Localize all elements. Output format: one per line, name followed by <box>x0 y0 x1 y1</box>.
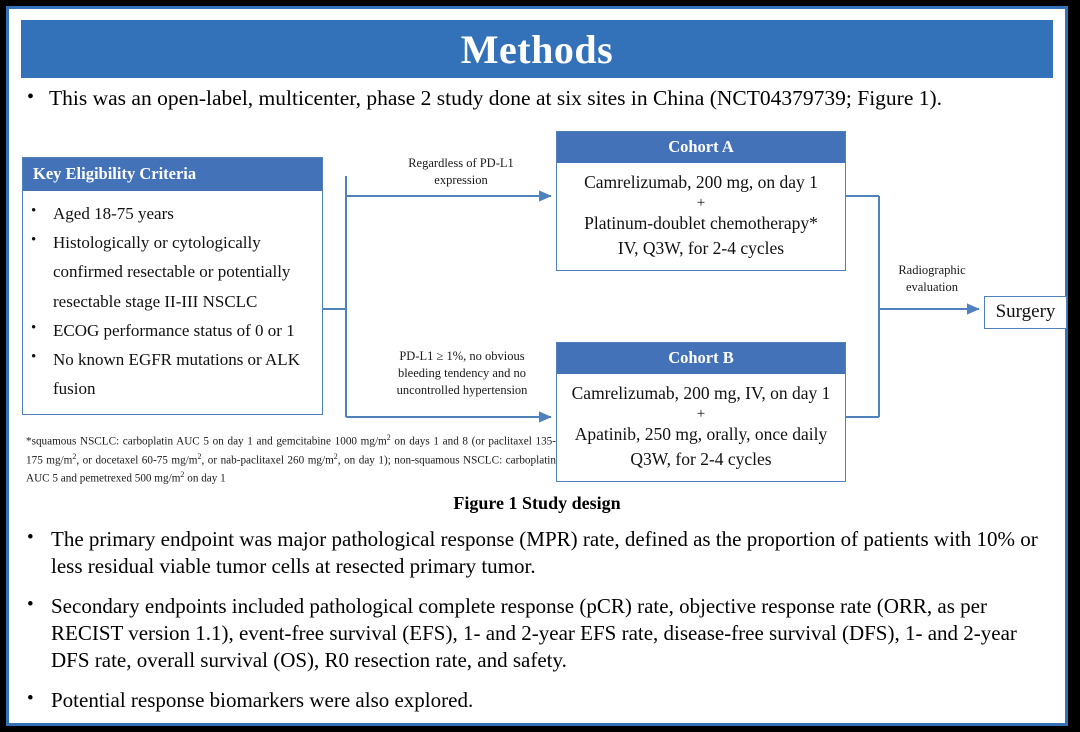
cohort-b-plus: + <box>696 405 706 422</box>
cohort-b-line-3: Q3W, for 2-4 cycles <box>630 449 772 470</box>
list-item: • Potential response biomarkers were als… <box>27 687 1053 714</box>
endpoint-bullet-text: Potential response biomarkers were also … <box>51 688 474 713</box>
list-item: • Aged 18-75 years <box>31 199 314 228</box>
bullet-marker-icon: • <box>27 86 35 108</box>
connector-label-line: PD-L1 ≥ 1%, no obvious <box>399 349 525 363</box>
surgery-label: Surgery <box>995 301 1056 322</box>
endpoint-bullet-text: The primary endpoint was major pathologi… <box>51 527 1038 579</box>
eligibility-criteria-box: Key Eligibility Criteria • Aged 18-75 ye… <box>22 157 323 415</box>
connector-label-cohort-a: Regardless of PD-L1 expression <box>381 155 541 189</box>
cohort-b-body: Camrelizumab, 200 mg, IV, on day 1 + Apa… <box>557 374 845 481</box>
eligibility-item-text: ECOG performance status of 0 or 1 <box>53 320 295 340</box>
connector-label-line: evaluation <box>905 279 959 294</box>
connector-label-line: Regardless of PD-L1 <box>408 156 514 170</box>
bullet-marker-icon: • <box>31 349 37 366</box>
cohort-a-header: Cohort A <box>557 132 845 163</box>
list-item: • Secondary endpoints included pathologi… <box>27 593 1053 674</box>
connector-label-line: expression <box>434 172 488 187</box>
footnote-superscript: 2 <box>180 470 185 480</box>
footnote-part: , or nab-paclitaxel 260 mg/m <box>201 454 334 467</box>
eligibility-item-text: Aged 18-75 years <box>53 204 174 223</box>
bullet-marker-icon: • <box>31 319 37 336</box>
cohort-a-box: Cohort A Camrelizumab, 200 mg, on day 1 … <box>556 131 846 272</box>
footnote-superscript: 2 <box>333 451 338 461</box>
footnote-superscript: 2 <box>197 451 202 461</box>
endpoints-bullet-list: • The primary endpoint was major patholo… <box>27 526 1053 727</box>
slide-canvas: Methods • This was an open-label, multic… <box>6 6 1068 726</box>
surgery-box: Surgery <box>984 296 1067 329</box>
bullet-marker-icon: • <box>27 594 34 616</box>
cohort-a-line-3: IV, Q3W, for 2-4 cycles <box>617 238 785 259</box>
list-item: • The primary endpoint was major patholo… <box>27 526 1053 580</box>
cohort-b-line-2: Apatinib, 250 mg, orally, once daily <box>574 424 828 445</box>
bullet-marker-icon: • <box>31 232 37 249</box>
eligibility-item-text: No known EGFR mutations or ALK fusion <box>53 350 300 399</box>
intro-bullet-text: This was an open-label, multicenter, pha… <box>49 86 943 110</box>
study-design-figure: Key Eligibility Criteria • Aged 18-75 ye… <box>9 119 1067 509</box>
connector-label-surgery: Radiographic evaluation <box>871 262 993 296</box>
bullet-marker-icon: • <box>27 527 34 548</box>
connector-label-line: Radiographic <box>898 263 966 277</box>
figure-caption: Figure 1 Study design <box>453 493 621 513</box>
endpoint-bullet-text: Secondary endpoints included pathologica… <box>51 594 1017 673</box>
footnote-superscript: 2 <box>72 451 77 461</box>
cohort-a-body: Camrelizumab, 200 mg, on day 1 + Platinu… <box>557 163 845 270</box>
cohort-b-header: Cohort B <box>557 343 845 374</box>
bullet-marker-icon: • <box>31 203 37 219</box>
footnote-part: , on day 1); non-squamous NSCLC: carbopl… <box>26 454 557 486</box>
cohort-b-line-1: Camrelizumab, 200 mg, IV, on day 1 <box>571 383 831 403</box>
cohort-a-line-2: Platinum-doublet chemotherapy* <box>584 213 818 234</box>
intro-bullet: • This was an open-label, multicenter, p… <box>27 85 1051 112</box>
page-title: Methods <box>460 26 614 72</box>
footnote-part: on day 1 <box>184 473 226 486</box>
eligibility-header: Key Eligibility Criteria <box>23 158 322 191</box>
cohort-a-plus: + <box>696 194 706 211</box>
footnote-part: , or docetaxel 60-75 mg/m <box>76 454 198 467</box>
cohort-b-box: Cohort B Camrelizumab, 200 mg, IV, on da… <box>556 342 846 483</box>
bullet-marker-icon: • <box>27 688 34 710</box>
list-item: • ECOG performance status of 0 or 1 <box>31 316 314 345</box>
connector-label-line: uncontrolled hypertension <box>396 382 528 397</box>
list-item: • Histologically or cytologically confir… <box>31 228 314 316</box>
list-item: • No known EGFR mutations or ALK fusion <box>31 345 314 403</box>
eligibility-item-text: Histologically or cytologically confirme… <box>53 233 291 311</box>
connector-label-line: bleeding tendency and no <box>397 365 527 380</box>
eligibility-list: • Aged 18-75 years • Histologically or c… <box>23 191 322 414</box>
cohort-a-line-1: Camrelizumab, 200 mg, on day 1 <box>584 172 818 192</box>
slide-title-band: Methods <box>21 20 1053 78</box>
chemotherapy-footnote: *squamous NSCLC: carboplatin AUC 5 on da… <box>26 432 556 488</box>
footnote-superscript: 2 <box>386 433 391 442</box>
connector-label-cohort-b: PD-L1 ≥ 1%, no obvious bleeding tendency… <box>369 348 555 399</box>
footnote-part: *squamous NSCLC: carboplatin AUC 5 on da… <box>26 435 387 448</box>
footnote-part: on days 1 and 8 (or paclitaxel 135-175 m… <box>26 435 556 467</box>
